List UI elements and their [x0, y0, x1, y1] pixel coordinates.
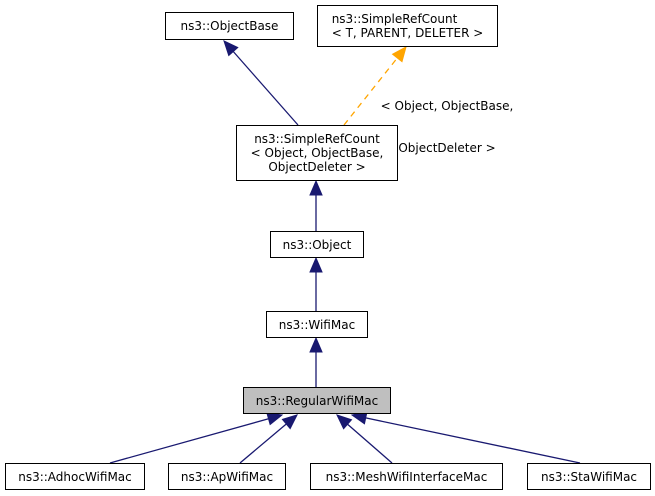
node-label: ns3::AdhocWifiMac — [18, 469, 132, 484]
edge-line-meshwifiinterfacemac-to-regularwifimac — [347, 423, 393, 464]
arrowhead-icon — [266, 412, 284, 426]
edge-label-line: < Object, ObjectBase, — [380, 99, 514, 113]
node-simplerefcount-object[interactable]: ns3::SimpleRefCount < Object, ObjectBase… — [236, 125, 398, 181]
node-label: ns3::SimpleRefCount — [331, 12, 458, 26]
node-apwifimac[interactable]: ns3::ApWifiMac — [168, 463, 286, 490]
node-adhocwifimac[interactable]: ns3::AdhocWifiMac — [5, 463, 145, 490]
node-label: ns3::WifiMac — [278, 317, 356, 332]
node-label: < T, PARENT, DELETER > — [331, 26, 484, 40]
node-objectbase[interactable]: ns3::ObjectBase — [165, 12, 294, 40]
arrowhead-icon — [223, 40, 239, 57]
node-label: ObjectDeleter > — [268, 160, 366, 174]
node-label: ns3::RegularWifiMac — [255, 393, 379, 408]
edge-line-simplerefcount-object-to-simplerefcount-template — [343, 57, 398, 126]
arrowhead-icon — [391, 46, 407, 63]
node-label: ns3::Object — [282, 237, 352, 252]
node-wifimac[interactable]: ns3::WifiMac — [266, 311, 368, 338]
edge-line-apwifimac-to-regularwifimac — [239, 423, 287, 464]
node-stawifimac[interactable]: ns3::StaWifiMac — [527, 463, 651, 490]
node-meshwifiinterfacemac[interactable]: ns3::MeshWifiInterfaceMac — [310, 463, 503, 490]
arrowhead-icon — [336, 414, 353, 430]
node-label: ns3::StaWifiMac — [540, 469, 638, 484]
template-edge-label: < Object, ObjectBase, ObjectDeleter > — [372, 71, 522, 169]
edge-line-stawifimac-to-regularwifimac — [365, 417, 581, 464]
node-label: < Object, ObjectBase, — [250, 146, 384, 160]
edge-line-simplerefcount-object-to-objectbase — [232, 51, 299, 126]
node-label: ns3::ObjectBase — [180, 19, 279, 33]
node-label: ns3::SimpleRefCount — [254, 132, 380, 146]
arrowhead-icon — [309, 179, 323, 196]
edge-line-adhocwifimac-to-regularwifimac — [109, 418, 269, 464]
node-label: ns3::ApWifiMac — [180, 469, 274, 484]
node-label: ns3::MeshWifiInterfaceMac — [325, 469, 488, 484]
edge-label-line: ObjectDeleter > — [398, 141, 496, 155]
node-regularwifimac: ns3::RegularWifiMac — [243, 387, 391, 414]
arrowhead-icon — [309, 336, 323, 353]
arrowhead-icon — [309, 256, 323, 273]
node-simplerefcount-template[interactable]: ns3::SimpleRefCount < T, PARENT, DELETER… — [317, 5, 498, 47]
arrowhead-icon — [281, 414, 298, 430]
node-object[interactable]: ns3::Object — [270, 231, 364, 258]
